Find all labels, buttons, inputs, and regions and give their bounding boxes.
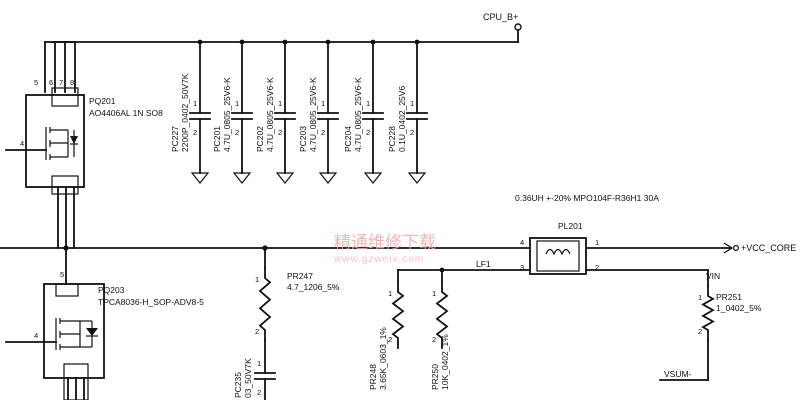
pq201-pin-8: 8 xyxy=(70,78,74,87)
cap-value: 2200P_0402_50V7K xyxy=(180,73,190,152)
cap-pin-bottom: 2 xyxy=(193,128,197,137)
mosfet-pq201: 5 6 7 8 4 PQ201 AO4406AL 1N SO8 xyxy=(5,41,163,249)
watermark: 精通维修下载 www.gzweix.com xyxy=(333,233,436,265)
vsum-label: VSUM- xyxy=(664,369,692,379)
cap-value: 4.7U_0805_25V6-K xyxy=(353,77,363,152)
pq203-pin-5: 5 xyxy=(60,270,64,279)
watermark-url: www.gzweix.com xyxy=(333,254,424,265)
capacitor-pc235: 1 2 PC235 03_50V7K xyxy=(233,339,276,400)
resistor-ref: PR248 xyxy=(368,364,378,390)
ground-symbol xyxy=(232,172,252,184)
cap-ref: PC228 xyxy=(387,126,397,152)
cap-pin-top: 1 xyxy=(235,99,239,108)
pc235-pin-2: 2 xyxy=(257,388,261,397)
resistor-pin-top: 1 xyxy=(698,293,702,302)
ground-symbol xyxy=(407,172,427,184)
cpu-b-plus-label: CPU_B+ xyxy=(483,12,518,22)
cap-pin-top: 1 xyxy=(366,99,370,108)
vin-label: VIN xyxy=(706,271,720,281)
pq203-part: TPCA8036-H_SOP-ADV8-5 xyxy=(98,297,204,307)
resistor-value: 4.7_1206_5% xyxy=(287,282,340,292)
pc235-ref: PC235 xyxy=(233,372,243,398)
resistor-pin-bottom: 2 xyxy=(388,335,392,344)
pq203-gate-pin: 4 xyxy=(34,331,38,340)
resistor-pin-bottom: 2 xyxy=(255,327,259,336)
ground-symbol xyxy=(275,172,295,184)
pq201-part: AO4406AL 1N SO8 xyxy=(89,108,163,118)
cap-pin-top: 1 xyxy=(321,99,325,108)
cap-pin-top: 1 xyxy=(193,99,197,108)
cap-value: 4.7U_0805_25V6-K xyxy=(222,77,232,152)
resistor-pin-bottom: 2 xyxy=(698,327,702,336)
pq203-ref: PQ203 xyxy=(98,285,125,295)
mosfet-pq203: 5 4 PQ203 TPCA8036-H_SOP-ADV8-5 xyxy=(5,247,204,400)
pl201-body xyxy=(529,237,587,275)
cap-ref: PC202 xyxy=(255,126,265,152)
pl201-spec: 0.36UH +-20% MPO104F-R36H1 30A xyxy=(515,193,659,203)
cap-ref: PC203 xyxy=(298,126,308,152)
resistor-value: 10K_0402_1% xyxy=(440,334,450,390)
cap-pin-bottom: 2 xyxy=(235,128,239,137)
pq201-ref: PQ201 xyxy=(89,96,116,106)
pc235-pin-1: 1 xyxy=(257,359,261,368)
cap-pin-bottom: 2 xyxy=(321,128,325,137)
vin-net: VIN VSUM- xyxy=(585,269,720,381)
cap-pin-bottom: 2 xyxy=(366,128,370,137)
ground-symbol xyxy=(363,172,383,184)
resistor-ref: PR251 xyxy=(716,292,742,302)
lf1-label: LF1 xyxy=(476,259,491,269)
inductor-pl201: 0.36UH +-20% MPO104F-R36H1 30A PL201 4 1… xyxy=(515,193,796,275)
resistor-ref: PR247 xyxy=(287,271,313,281)
phase-node-wire xyxy=(0,245,531,269)
cap-value: 4.7U_0805_25V6-K xyxy=(265,77,275,152)
cap-pin-bottom: 2 xyxy=(410,128,414,137)
cpu-b-plus-bus: CPU_B+ xyxy=(51,12,522,43)
vcc-core-label: +VCC_CORE xyxy=(741,243,796,253)
resistor-value: 1_0402_5% xyxy=(716,303,762,313)
resistor-value: 3.65K_0603_1% xyxy=(378,327,388,390)
pl201-pin-1: 1 xyxy=(595,238,599,247)
cap-pin-top: 1 xyxy=(410,99,414,108)
resistor-pin-top: 1 xyxy=(255,275,259,284)
cpu-b-plus-terminal xyxy=(514,23,522,31)
cap-value: 0.1U_0402_25V6 xyxy=(397,86,407,152)
pl201-pin-4: 4 xyxy=(520,238,524,247)
ground-symbol xyxy=(318,172,338,184)
pq201-pin-6: 6 xyxy=(49,78,53,87)
cap-pin-top: 1 xyxy=(278,99,282,108)
pq201-pin-7: 7 xyxy=(59,78,63,87)
cap-value: 4.7U_0805_25V6-K xyxy=(308,77,318,152)
pl201-pin-2: 2 xyxy=(595,263,599,272)
cap-ref: PC201 xyxy=(212,126,222,152)
lf1-net: LF1 xyxy=(397,259,531,283)
pl201-ref: PL201 xyxy=(558,221,583,231)
pl201-pin-3: 3 xyxy=(520,263,524,272)
watermark-text: 精通维修下载 xyxy=(334,233,436,253)
pq201-body xyxy=(25,94,85,188)
cap-pin-bottom: 2 xyxy=(278,128,282,137)
resistor-pin-bottom: 2 xyxy=(432,335,436,344)
pq201-pin-5: 5 xyxy=(34,78,38,87)
resistor-pin-top: 1 xyxy=(432,289,436,298)
resistor-pin-top: 1 xyxy=(388,289,392,298)
cap-ref: PC204 xyxy=(343,126,353,152)
ground-symbol xyxy=(190,172,210,184)
cap-ref: PC227 xyxy=(170,126,180,152)
pq201-gate-pin: 4 xyxy=(20,139,24,148)
resistor-ref: PR250 xyxy=(430,364,440,390)
pc235-value: 03_50V7K xyxy=(243,358,253,398)
